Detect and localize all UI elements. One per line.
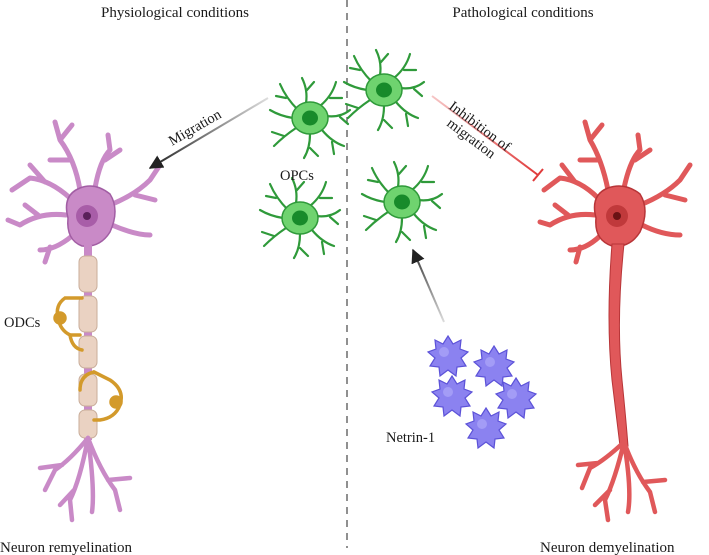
opc-cell-upper-right <box>342 48 426 132</box>
netrin-particle-3 <box>431 375 473 417</box>
damaged-neuron <box>537 119 693 523</box>
inhibition-arrow <box>431 95 539 176</box>
healthy-neuron <box>5 119 163 523</box>
netrin-particle-2 <box>473 345 515 387</box>
right-footer: Neuron demyelination <box>540 540 675 555</box>
left-header: Physiological conditions <box>101 5 249 21</box>
left-footer: Neuron remyelination <box>0 540 133 555</box>
opc-cell-lower-left <box>258 176 342 260</box>
opc-cell-lower-right <box>360 160 444 244</box>
odc-lower <box>78 370 123 422</box>
right-header: Pathological conditions <box>452 5 593 21</box>
netrin-particle-5 <box>465 407 507 449</box>
odc-upper <box>53 296 84 352</box>
migration-arrow <box>148 97 269 169</box>
netrin-label: Netrin-1 <box>386 430 435 446</box>
netrin-particle-1 <box>427 335 469 377</box>
opcs-label: OPCs <box>280 168 314 184</box>
netrin-arrow <box>411 248 445 323</box>
opc-cell-upper-left <box>268 76 352 160</box>
odcs-label: ODCs <box>4 315 41 331</box>
inhibition-bar <box>532 168 544 182</box>
